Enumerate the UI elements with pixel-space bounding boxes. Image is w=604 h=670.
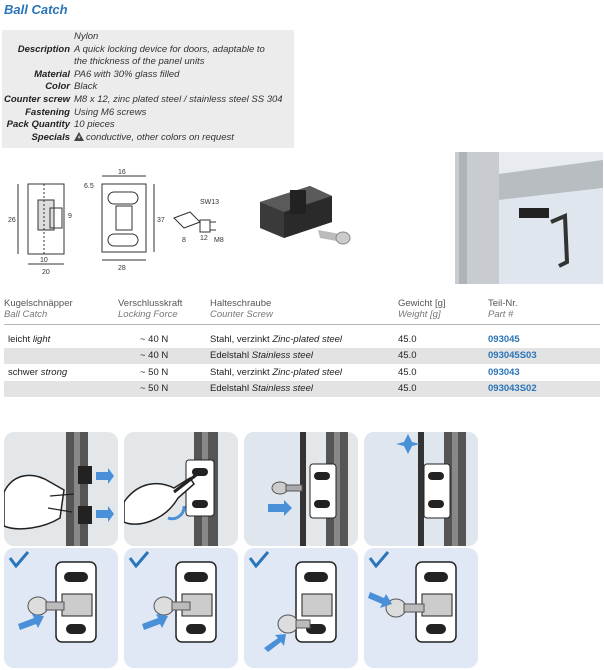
- table-row: schwer strong ~ 50 N Stahl, verzinkt Zin…: [8, 367, 520, 378]
- spec-key: Specials: [31, 131, 70, 143]
- dim-label: 8: [182, 237, 186, 244]
- spec-value: A quick locking device for doors, adapta…: [74, 43, 265, 55]
- catch-step-4: [364, 548, 478, 668]
- col-header: Gewicht [g] Weight [g]: [398, 298, 446, 320]
- spec-box: Nylon Description A quick locking device…: [2, 30, 294, 148]
- technical-drawing: 16 6.5 26 9 37 10 20 28 SW13 8 12 M8: [8, 169, 224, 276]
- spec-key: Fastening: [25, 106, 70, 118]
- spec-row: Description A quick locking device for d…: [2, 44, 294, 57]
- mounting-step-1: [4, 432, 118, 546]
- col-header: Kugelschnäpper Ball Catch: [4, 298, 73, 320]
- spec-key: Material: [34, 68, 70, 80]
- dim-label: 6.5: [84, 183, 94, 190]
- spec-value: Using M6 screws: [74, 106, 147, 118]
- product-title: Ball Catch: [4, 2, 68, 17]
- col-header: Halteschraube Counter Screw: [210, 298, 273, 320]
- spec-value: conductive, other colors on request: [86, 131, 234, 143]
- mounting-step-2: [124, 432, 238, 546]
- spec-key: Counter screw: [4, 93, 70, 105]
- spec-value: the thickness of the panel units: [74, 56, 205, 68]
- spec-row: Pack Quantity 10 pieces: [2, 119, 294, 132]
- table-row: ~ 50 N Edelstahl Stainless steel 45.0 09…: [4, 381, 600, 397]
- table-row: ~ 40 N Edelstahl Stainless steel 45.0 09…: [4, 348, 600, 364]
- col-header: Verschlusskraft Locking Force: [118, 298, 183, 320]
- checkmark-icon: [368, 551, 390, 569]
- catch-step-1: [4, 548, 118, 668]
- dim-label: 16: [118, 169, 126, 176]
- col-header: Teil-Nr. Part #: [488, 298, 518, 320]
- spec-value: Nylon: [74, 31, 99, 42]
- spec-row: Color Black: [2, 81, 294, 94]
- spec-key: Pack Quantity: [6, 119, 70, 131]
- dim-label: SW13: [200, 199, 219, 206]
- dim-label: M8: [214, 237, 224, 244]
- spec-row: Material PA6 with 30% glass filled: [2, 69, 294, 82]
- spec-row: the thickness of the panel units: [2, 56, 294, 69]
- dim-label: 12: [200, 235, 208, 242]
- spec-row: Specials conductive, other colors on req…: [2, 131, 294, 145]
- dim-label: 26: [8, 217, 16, 224]
- spec-value: PA6 with 30% glass filled: [74, 68, 180, 80]
- dim-label: 20: [42, 269, 50, 276]
- mounting-step-4: [364, 432, 478, 546]
- dim-label: 37: [157, 217, 165, 224]
- profile-photo: [455, 152, 603, 284]
- spec-value: M8 x 12, zinc plated steel / stainless s…: [74, 93, 283, 105]
- dim-label: 9: [68, 213, 72, 220]
- catch-step-3: [244, 548, 358, 668]
- checkmark-icon: [8, 551, 30, 569]
- spec-row: Nylon: [2, 31, 294, 44]
- dim-label: 10: [40, 257, 48, 264]
- spec-key: Description: [17, 43, 70, 55]
- conductive-icon: [74, 131, 84, 141]
- mounting-step-3: [244, 432, 358, 546]
- spec-key: [2, 56, 74, 69]
- dim-label: 28: [118, 265, 126, 272]
- spec-value: Black: [74, 81, 98, 93]
- checkmark-icon: [128, 551, 150, 569]
- catch-step-2: [124, 548, 238, 668]
- checkmark-icon: [248, 551, 270, 569]
- spec-value: 10 pieces: [74, 119, 115, 131]
- table-row: leicht light ~ 40 N Stahl, verzinkt Zinc…: [8, 334, 520, 345]
- spec-row: Fastening Using M6 screws: [2, 107, 294, 120]
- spec-key: Color: [45, 81, 70, 93]
- divider: [4, 324, 600, 325]
- product-photo: [260, 186, 351, 245]
- spec-row: Counter screw M8 x 12, zinc plated steel…: [2, 94, 294, 107]
